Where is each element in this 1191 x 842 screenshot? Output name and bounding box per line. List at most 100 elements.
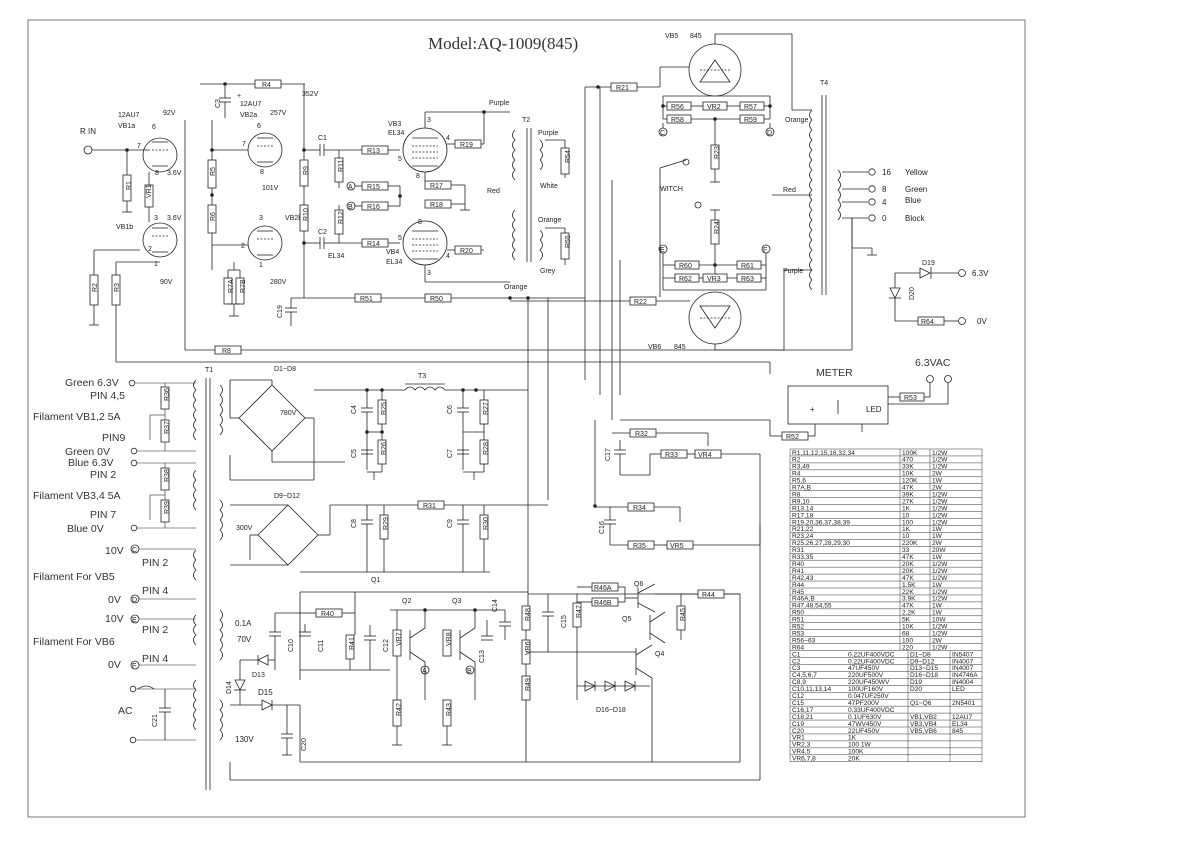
parts-cell: C1 (792, 651, 801, 658)
svg-text:0V: 0V (977, 317, 987, 326)
svg-text:R19: R19 (460, 142, 473, 149)
svg-text:D1~D8: D1~D8 (274, 366, 296, 373)
svg-text:PIN 4: PIN 4 (142, 653, 168, 665)
svg-text:C21: C21 (152, 714, 159, 727)
parts-cell: 2W (932, 471, 943, 478)
parts-cell: 1K (848, 735, 857, 742)
svg-text:Yellow: Yellow (905, 168, 928, 177)
svg-text:Red: Red (783, 187, 796, 194)
parts-cell: 220UF500V (848, 672, 884, 679)
svg-text:WITCH: WITCH (660, 186, 683, 193)
parts-cell: 22UF450V (848, 728, 880, 735)
svg-text:EL34: EL34 (386, 259, 402, 266)
parts-cell: 1.5K (902, 582, 916, 589)
parts-cell: 33K (902, 464, 914, 471)
svg-text:PIN 2: PIN 2 (90, 469, 116, 481)
svg-text:C11: C11 (318, 640, 325, 652)
svg-text:R36: R36 (164, 388, 171, 401)
svg-text:EL34: EL34 (388, 130, 404, 137)
parts-cell: 1/2W (932, 457, 948, 464)
svg-text:C19: C19 (277, 305, 284, 318)
svg-text:R50: R50 (430, 296, 443, 303)
hv-rectifier: D1~D8 780V T3 C4 C5 R25 R26 (229, 366, 548, 573)
svg-text:R26: R26 (381, 442, 388, 455)
tube-vb1b (142, 222, 178, 258)
parts-cell: 100K (848, 749, 864, 756)
output-stage: VB5 845 R21 R56 VR2 R57 R58 R59 (116, 33, 989, 610)
svg-text:R28: R28 (483, 442, 490, 455)
svg-text:C2: C2 (318, 229, 327, 236)
parts-cell: 1/2W (932, 505, 948, 512)
parts-cell: 47K (902, 554, 914, 561)
parts-cell: C10,11,13,14 (792, 686, 831, 693)
svg-text:R6: R6 (210, 212, 217, 221)
svg-text:6: 6 (257, 123, 261, 130)
parts-cell: 220K (902, 540, 918, 547)
svg-text:R49: R49 (525, 678, 532, 691)
parts-cell: 0.33UF400VDC (848, 707, 895, 714)
parts-cell: 10K (902, 624, 914, 631)
parts-cell: R42,43 (792, 575, 814, 582)
parts-cell: VR2,3 (792, 742, 811, 749)
parts-cell: 47K (902, 603, 914, 610)
svg-text:R31: R31 (423, 503, 436, 510)
r-in-terminal[interactable] (83, 145, 93, 155)
svg-text:R38: R38 (164, 469, 171, 482)
svg-text:PIN 2: PIN 2 (142, 557, 168, 569)
svg-text:8: 8 (155, 170, 159, 177)
svg-text:VB2a: VB2a (240, 112, 257, 119)
svg-text:Purple: Purple (489, 100, 509, 107)
svg-text:D: D (767, 130, 772, 137)
parts-cell: 2.2K (902, 610, 916, 617)
svg-text:780V: 780V (280, 410, 297, 417)
svg-text:8: 8 (260, 169, 264, 176)
parts-cell: C19 (792, 721, 804, 728)
svg-text:845: 845 (690, 33, 702, 40)
svg-text:D20: D20 (909, 287, 916, 300)
parts-cell: 1/2W (932, 589, 948, 596)
parts-cell: R5,6 (792, 478, 806, 485)
parts-cell: 845 (952, 728, 963, 735)
parts-cell: R1,11,12,15,16,32,34 (792, 450, 855, 457)
parts-cell: IN4007 (952, 665, 974, 672)
parts-cell: LED (952, 686, 965, 693)
svg-text:Block: Block (905, 214, 926, 223)
parts-cell: 10K (902, 471, 914, 478)
parts-cell: 47PF200V (848, 700, 880, 707)
parts-cell: 33 (902, 547, 910, 554)
parts-cell: R3,49 (792, 464, 810, 471)
svg-text:VB1a: VB1a (118, 123, 135, 130)
parts-cell: R9,10 (792, 498, 810, 505)
parts-cell: 1W (932, 478, 943, 485)
svg-text:R57: R57 (744, 104, 757, 111)
tube-vb4 (402, 220, 448, 266)
parts-cell: 100UF160V (848, 686, 884, 693)
svg-text:R16: R16 (367, 204, 380, 211)
parts-cell: 100 (902, 637, 913, 644)
parts-cell: R31 (792, 547, 804, 554)
preamp-section: R IN 12AU7 VB1a 6 7 8 92V 3.6V VB1b 3 2 … (80, 79, 572, 362)
svg-text:0V: 0V (108, 659, 121, 671)
svg-text:PIN 4,5: PIN 4,5 (90, 390, 125, 402)
parts-cell: 68 (902, 630, 910, 637)
parts-cell: 100 (902, 519, 913, 526)
svg-text:7: 7 (137, 143, 141, 150)
svg-text:300V: 300V (236, 525, 253, 532)
svg-text:VB3: VB3 (388, 121, 401, 128)
parts-cell: 1W (932, 554, 943, 561)
svg-text:3: 3 (427, 270, 431, 277)
svg-text:C5: C5 (351, 449, 358, 458)
parts-cell: 47UF450V (848, 665, 880, 672)
parts-cell: 2W (932, 540, 943, 547)
parts-cell: R47,48,54,55 (792, 603, 832, 610)
parts-cell: R56~63 (792, 637, 816, 644)
svg-text:VB6: VB6 (648, 344, 661, 351)
svg-text:R48: R48 (525, 608, 532, 621)
svg-text:R12: R12 (338, 211, 345, 224)
svg-text:R20: R20 (460, 248, 473, 255)
parts-cell: D1~D8 (910, 651, 931, 658)
svg-text:VB2b: VB2b (285, 215, 302, 222)
svg-text:D14: D14 (226, 681, 233, 694)
svg-text:Q6: Q6 (634, 581, 643, 588)
parts-cell: R23,24 (792, 533, 814, 540)
